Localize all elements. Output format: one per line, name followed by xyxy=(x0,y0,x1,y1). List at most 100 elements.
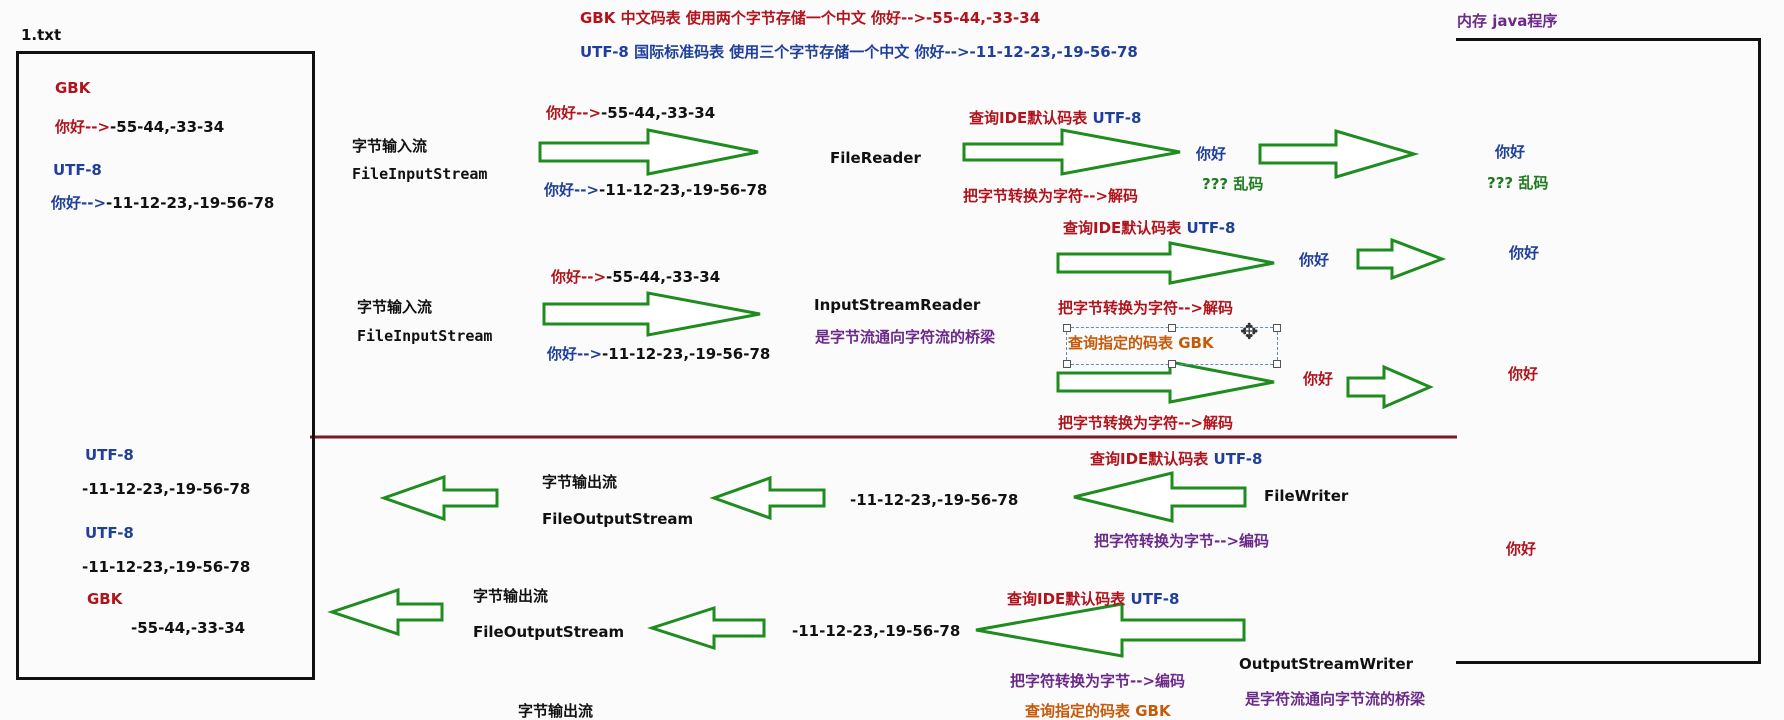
row2-query2-line: 查询指定的码表 GBK xyxy=(1068,336,1214,351)
row2-utf8-line: 你好-->-11-12-23,-19-56-78 xyxy=(547,347,770,362)
row2-bridge: 是字节流通向字符流的桥梁 xyxy=(815,328,996,346)
arrow-row2-gbk-memory xyxy=(1346,364,1434,410)
resize-handle[interactable] xyxy=(1168,324,1176,332)
file-out-bytes-3: -55-44,-33-34 xyxy=(131,619,246,637)
row3-query: 查询IDE默认码表 xyxy=(1090,450,1209,468)
row1-gbk-bytes: -55-44,-33-34 xyxy=(601,104,716,122)
row3-writer: FileWriter xyxy=(1264,487,1349,505)
row3-bytes: -11-12-23,-19-56-78 xyxy=(850,491,1019,509)
file-out-utf8-label-1: UTF-8 xyxy=(85,446,134,464)
row2-decode1: 把字节转换为字符-->解码 xyxy=(1058,299,1234,317)
file-out-bytes-2: -11-12-23,-19-56-78 xyxy=(82,558,251,576)
row4-encode: 把字符转换为字节-->编码 xyxy=(1010,672,1186,690)
arrow-row4-bytes xyxy=(647,605,766,651)
file-out-gbk-label: GBK xyxy=(87,590,123,608)
row1-result-garbled: ??? 乱码 xyxy=(1202,175,1264,193)
row1-reader: FileReader xyxy=(830,149,921,167)
row3-encode: 把字符转换为字节-->编码 xyxy=(1094,532,1270,550)
row4-cut-stream: 字节输出流 xyxy=(518,702,594,720)
row4-cut-query: 查询指定的码表 GBK xyxy=(1025,702,1171,720)
selection-box[interactable] xyxy=(1063,324,1281,368)
row4-query: 查询IDE默认码表 xyxy=(1007,590,1126,608)
memory-title: 内存 java程序 xyxy=(1457,12,1558,30)
move-cursor-icon: ✥ xyxy=(1240,320,1259,345)
memory-box xyxy=(1456,38,1761,664)
row4-query-enc: UTF-8 xyxy=(1130,590,1180,608)
arrow-row1-stream xyxy=(538,128,759,176)
row2-reader: InputStreamReader xyxy=(814,296,981,314)
arrow-row3-file xyxy=(379,474,499,522)
row1-query-enc: UTF-8 xyxy=(1092,109,1142,127)
row1-gbk-nihao: 你好--> xyxy=(546,104,602,122)
file-utf8-bytes: -11-12-23,-19-56-78 xyxy=(106,194,275,212)
row1-stream-en: FileInputStream xyxy=(352,165,488,183)
row4-writer: OutputStreamWriter xyxy=(1239,655,1414,673)
row2-query2: 查询指定的码表 xyxy=(1068,334,1174,352)
row4-query-line: 查询IDE默认码表 UTF-8 xyxy=(1007,592,1179,607)
file-utf8-line: 你好-->-11-12-23,-19-56-78 xyxy=(51,196,274,211)
row4-bridge: 是字符流通向字节流的桥梁 xyxy=(1245,690,1426,708)
file-gbk-label: GBK xyxy=(55,79,91,97)
row1-utf8-bytes: -11-12-23,-19-56-78 xyxy=(599,181,768,199)
row3-stream-en: FileOutputStream xyxy=(542,510,694,528)
row1-decode: 把字节转换为字符-->解码 xyxy=(963,187,1139,205)
row1-utf8-line: 你好-->-11-12-23,-19-56-78 xyxy=(544,183,767,198)
memory-r2-nihao: 你好 xyxy=(1509,244,1540,262)
arrow-row2-gbk xyxy=(1056,360,1275,404)
row2-result1: 你好 xyxy=(1299,251,1330,269)
row2-query2-enc: GBK xyxy=(1178,334,1214,352)
file-utf8-nihao: 你好--> xyxy=(51,194,107,212)
row4-stream-en: FileOutputStream xyxy=(473,623,625,641)
row2-query1-line: 查询IDE默认码表 UTF-8 xyxy=(1063,221,1235,236)
file-out-bytes-1: -11-12-23,-19-56-78 xyxy=(82,480,251,498)
memory-r4-nihao: 你好 xyxy=(1506,540,1537,558)
arrow-row4-file xyxy=(327,587,444,637)
arrow-row3-writer xyxy=(1073,471,1247,523)
row1-utf8-nihao: 你好--> xyxy=(544,181,600,199)
row2-stream-en: FileInputStream xyxy=(357,327,493,345)
row1-stream-cn: 字节输入流 xyxy=(352,137,428,155)
row4-bytes: -11-12-23,-19-56-78 xyxy=(792,622,961,640)
row2-gbk-nihao: 你好--> xyxy=(551,268,607,286)
row1-query-line: 查询IDE默认码表 UTF-8 xyxy=(969,111,1141,126)
arrow-row1-reader xyxy=(962,128,1181,176)
row1-query: 查询IDE默认码表 xyxy=(969,109,1088,127)
row2-query1: 查询IDE默认码表 xyxy=(1063,219,1182,237)
row3-query-line: 查询IDE默认码表 UTF-8 xyxy=(1090,452,1262,467)
resize-handle[interactable] xyxy=(1063,360,1071,368)
file-title: 1.txt xyxy=(21,26,62,44)
file-gbk-line: 你好-->-55-44,-33-34 xyxy=(55,120,224,135)
row1-result-nihao: 你好 xyxy=(1196,145,1227,163)
resize-handle[interactable] xyxy=(1273,324,1281,332)
row2-stream-cn: 字节输入流 xyxy=(357,298,433,316)
file-gbk-nihao: 你好--> xyxy=(55,118,111,136)
file-box xyxy=(16,51,315,680)
row2-gbk-line: 你好-->-55-44,-33-34 xyxy=(551,270,720,285)
memory-r1-nihao: 你好 xyxy=(1495,143,1526,161)
header-utf8-line: UTF-8 国际标准码表 使用三个字节存储一个中文 你好-->-11-12-23… xyxy=(580,43,1138,61)
file-out-utf8-label-2: UTF-8 xyxy=(85,524,134,542)
row2-decode2: 把字节转换为字符-->解码 xyxy=(1058,414,1234,432)
row2-result2: 你好 xyxy=(1303,370,1334,388)
arrow-row1-memory xyxy=(1258,128,1420,180)
resize-handle[interactable] xyxy=(1273,360,1281,368)
row2-utf8-nihao: 你好--> xyxy=(547,345,603,363)
memory-r1-garbled: ??? 乱码 xyxy=(1487,174,1549,192)
row4-stream-cn: 字节输出流 xyxy=(473,587,549,605)
memory-r3-nihao: 你好 xyxy=(1508,365,1539,383)
row3-query-enc: UTF-8 xyxy=(1213,450,1263,468)
arrow-row3-bytes xyxy=(709,475,826,521)
arrow-row2-stream xyxy=(542,291,761,337)
header-gbk-line: GBK 中文码表 使用两个字节存储一个中文 你好-->-55-44,-33-34 xyxy=(580,9,1041,27)
arrow-row2-utf8 xyxy=(1056,241,1275,285)
resize-handle[interactable] xyxy=(1168,360,1176,368)
file-gbk-bytes: -55-44,-33-34 xyxy=(110,118,225,136)
row2-gbk-bytes: -55-44,-33-34 xyxy=(606,268,721,286)
resize-handle[interactable] xyxy=(1063,324,1071,332)
file-utf8-label: UTF-8 xyxy=(53,161,102,179)
row1-gbk-line: 你好-->-55-44,-33-34 xyxy=(546,106,715,121)
arrow-row2-utf8-memory xyxy=(1356,237,1447,281)
row2-utf8-bytes: -11-12-23,-19-56-78 xyxy=(602,345,771,363)
row2-query1-enc: UTF-8 xyxy=(1186,219,1236,237)
